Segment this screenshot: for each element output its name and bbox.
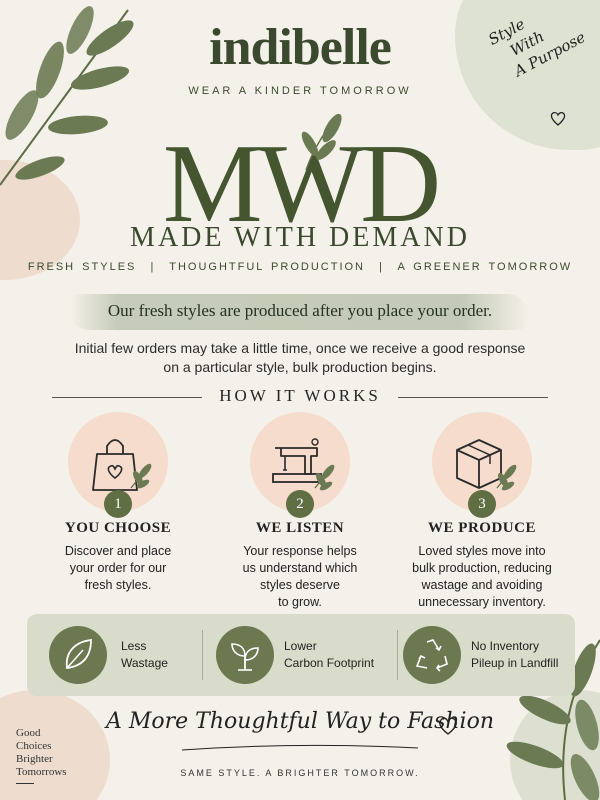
benefit-line: Carbon Footprint [284,656,375,670]
step-description: Loved styles move into bulk production, … [392,543,572,611]
benefit-no-inventory: No Inventory Pileup in Landfill [397,614,575,696]
description: Initial few orders may take a little tim… [0,339,600,377]
underline-swash-icon [181,744,419,751]
benefit-divider [397,630,398,680]
step-line: wastage and avoiding [421,578,543,592]
benefit-line: No Inventory [471,639,540,653]
mwd-title: MWD [162,122,441,246]
corner-line: Good [16,727,41,739]
step-line: us understand which [242,561,358,575]
benefits-panel: Less Wastage Lower Carbon Footprint [27,614,575,696]
step-line: your order for our [69,561,167,575]
benefit-line: Wastage [121,656,168,670]
sprout-icon [231,643,259,671]
corner-line: Tomorrows [16,766,67,778]
benefit-text: No Inventory Pileup in Landfill [471,638,558,672]
benefit-text: Less Wastage [121,638,168,672]
divider-right [398,397,548,398]
step-number-badge: 1 [104,490,132,518]
step-description: Discover and place your order for our fr… [28,543,208,594]
pillars-line: FRESH STYLES | THOUGHTFUL PRODUCTION | A… [27,261,573,273]
step-line: fresh styles. [84,578,152,592]
box-icon [456,439,517,491]
shopping-bag-heart-icon [92,439,152,491]
leaf-branch-bottom-right-icon [506,639,600,800]
step-line: bulk production, reducing [412,561,552,575]
brand-tagline: WEAR A KINDER TOMORROW [188,85,412,97]
benefit-divider [202,630,203,680]
closing-script: A More Thoughtful Way to Fashion [106,709,494,734]
step-title: WE LISTEN [255,520,345,536]
step-title: WE PRODUCE [428,520,536,536]
benefit-text: Lower Carbon Footprint [284,638,374,672]
how-it-works-title: HOW IT WORKS [219,386,381,405]
description-line: on a particular style, bulk production b… [163,359,437,375]
made-with-demand-subtitle: MADE WITH DEMAND [130,222,470,253]
corner-underline [16,783,34,784]
benefit-line: Lower [284,639,317,653]
corner-line: Brighter [16,753,53,765]
headline-brush-stroke [70,294,530,330]
benefit-line: Less [121,639,147,653]
corner-line: Choices [16,740,52,752]
heart-doodle-icon [550,111,566,126]
footer-tagline: SAME STYLE. A BRIGHTER TOMORROW. [180,768,420,778]
benefit-lower-carbon: Lower Carbon Footprint [202,614,397,696]
good-choices-text: Good Choices Brighter Tomorrows [16,727,67,784]
benefit-icon-circle [49,626,107,684]
step-line: unnecessary inventory. [418,595,546,609]
benefit-line: Pileup in Landfill [471,656,559,670]
hero-leaf-icon [301,113,342,171]
leaf-icon [65,638,92,670]
description-line: Initial few orders may take a little tim… [74,340,526,356]
step-line: to grow. [278,595,322,609]
step-line: Discover and place [64,544,172,558]
benefit-icon-circle [403,626,461,684]
divider-left [52,397,202,398]
leaf-branch-top-left-icon [0,6,134,186]
step-description: Your response helps us understand which … [210,543,390,611]
step-line: Loved styles move into [418,544,546,558]
step-line: styles deserve [260,578,340,592]
step-line: Your response helps [243,544,357,558]
recycle-icon [415,639,448,672]
step-number-badge: 3 [468,490,496,518]
step-title: YOU CHOOSE [64,520,172,536]
sewing-machine-icon [272,438,335,491]
heart-doodle-icon [439,717,457,735]
benefit-icon-circle [216,626,274,684]
benefit-less-wastage: Less Wastage [27,614,202,696]
step-number-badge: 2 [286,490,314,518]
headline: Our fresh styles are produced after you … [107,301,493,320]
brand-logo: indibelle [209,19,392,76]
